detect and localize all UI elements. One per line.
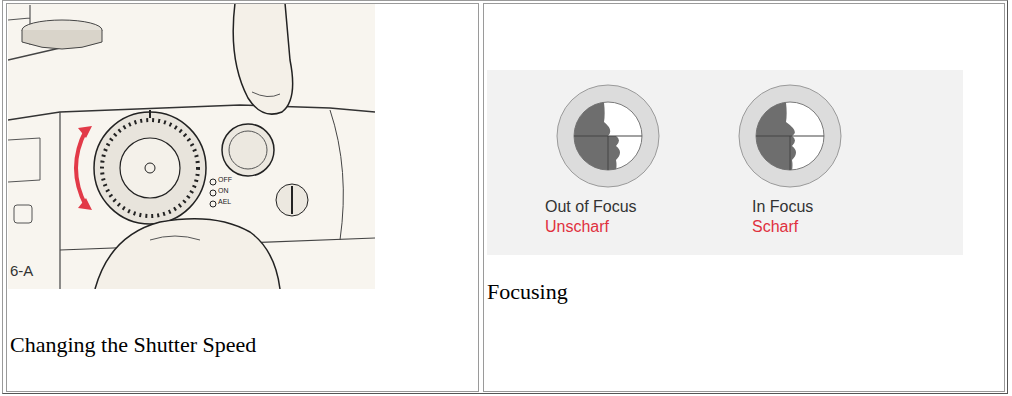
cell-caption: Changing the Shutter Speed <box>10 332 256 358</box>
switch-marking: OFF <box>218 176 232 183</box>
image-label-german: Scharf <box>752 218 798 236</box>
table-cell: Changing the Shutter Speed <box>6 3 479 392</box>
image-label: In Focus <box>752 198 813 216</box>
table-cell: Focusing <box>483 3 1005 392</box>
switch-marking: ON <box>218 187 229 194</box>
image-label-german: Unscharf <box>545 218 609 236</box>
image-label: Out of Focus <box>545 198 637 216</box>
figure-number: 6-A <box>10 262 33 279</box>
camera-illustration <box>8 3 375 289</box>
cell-caption: Focusing <box>487 279 568 305</box>
switch-marking: AEL <box>218 198 231 205</box>
focusing-illustration <box>487 70 963 255</box>
